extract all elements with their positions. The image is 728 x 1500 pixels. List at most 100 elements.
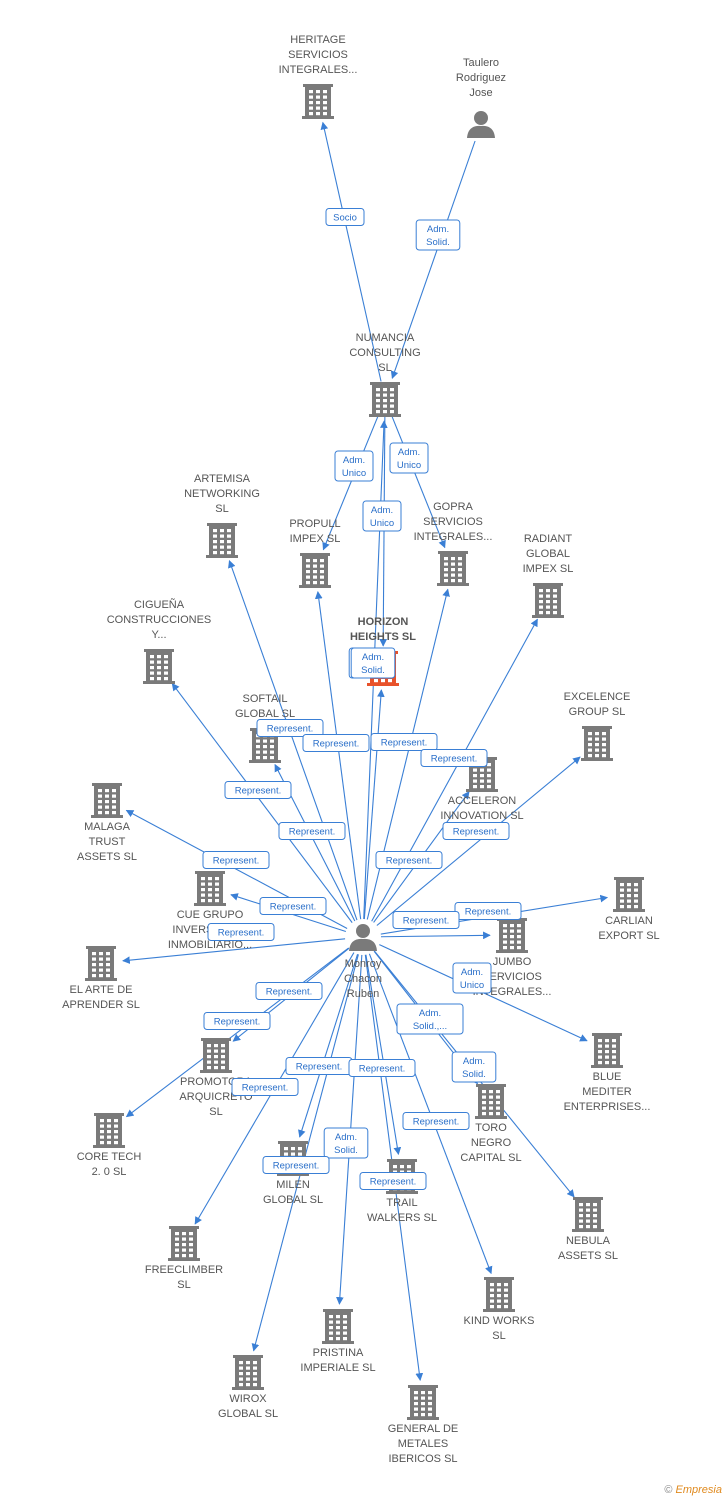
edge-label[interactable]: Represent. <box>348 1059 416 1077</box>
node-label-line: NUMANCIA <box>356 332 415 344</box>
edge-label[interactable]: Represent. <box>392 911 460 929</box>
edge-label[interactable]: Represent. <box>207 923 275 941</box>
edge-label[interactable]: Adm.Solid. <box>323 1127 369 1159</box>
edge-label[interactable]: Represent. <box>359 1172 427 1190</box>
edge-label[interactable]: Represent. <box>370 733 438 751</box>
node-jumbo[interactable]: JUMBOSERVICIOSINTEGRALES... <box>473 918 552 998</box>
node-label-line: NETWORKING <box>184 488 260 500</box>
edge-label-text: Represent. <box>453 827 499 838</box>
edge-label[interactable]: Represent. <box>202 851 270 869</box>
edge-label[interactable]: Adm.Unico <box>389 442 429 474</box>
node-label-line: IBERICOS SL <box>388 1453 457 1465</box>
edge-label-text: Represent. <box>270 902 316 913</box>
edge-label-box <box>334 450 374 482</box>
edge-numancia-propull <box>322 415 379 551</box>
edge-label[interactable]: Represent. <box>262 1156 330 1174</box>
edge-label[interactable]: Represent. <box>259 897 327 915</box>
edge-label-text: Unico <box>370 518 394 529</box>
node-label-line: ACCELERON <box>448 795 517 807</box>
node-label-line: GLOBAL <box>526 548 570 560</box>
node-blue[interactable]: BLUEMEDITERENTERPRISES... <box>564 1033 651 1113</box>
building-icon <box>572 1197 604 1232</box>
edge-label[interactable]: Adm.Unico <box>362 500 402 532</box>
node-label-line: CORE TECH <box>77 1151 142 1163</box>
footer-credit: © Empresia <box>664 1484 722 1496</box>
edge-label[interactable]: Adm.Unico <box>452 962 492 994</box>
node-label-line: Monroy <box>345 958 382 970</box>
edge-label[interactable]: Represent. <box>278 822 346 840</box>
edge-label-text: Adm. <box>343 455 365 466</box>
node-label-line: Taulero <box>463 57 499 69</box>
building-icon <box>591 1033 623 1068</box>
edge-label-text: Solid.,... <box>413 1021 447 1032</box>
building-icon <box>85 946 117 981</box>
edge-label-box <box>203 1012 271 1030</box>
edge-label-text: Represent. <box>413 1117 459 1128</box>
node-label-line: SL <box>215 503 228 515</box>
edge-label[interactable]: Represent. <box>375 851 443 869</box>
edge-label[interactable]: Represent. <box>285 1057 353 1075</box>
edge-label-text: Represent. <box>386 856 432 867</box>
edge-monroy-wirox <box>251 954 359 1352</box>
edge-label[interactable]: Represent. <box>454 902 522 920</box>
edge-label[interactable]: Represent. <box>256 719 324 737</box>
edge-label-box <box>415 219 461 251</box>
brand-logo-text[interactable]: Empresia <box>675 1484 722 1496</box>
edge-label[interactable]: Represent. <box>224 781 292 799</box>
edge-label-box <box>231 1078 299 1096</box>
edge-label[interactable]: Socio <box>325 208 365 226</box>
building-icon <box>302 84 334 119</box>
edge-numancia-gopra <box>391 415 446 549</box>
edge-label-text: Represent. <box>213 856 259 867</box>
node-ciguena[interactable]: CIGUEÑACONSTRUCCIONESY... <box>107 598 212 684</box>
edge-label-text: Adm. <box>463 1056 485 1067</box>
node-label-line: IMPEX SL <box>290 533 341 545</box>
edge-label[interactable]: Represent. <box>402 1112 470 1130</box>
edge-label[interactable]: Represent. <box>203 1012 271 1030</box>
edge-label[interactable]: Adm.Solid. <box>451 1051 497 1083</box>
edge-label[interactable]: Adm.Solid.,... <box>396 1003 464 1035</box>
building-icon <box>407 1385 439 1420</box>
edge-label[interactable]: Adm.Solid. <box>415 219 461 251</box>
edge-label-box <box>396 1003 464 1035</box>
edge-label[interactable]: Represent. <box>255 982 323 1000</box>
node-label-line: Y... <box>151 629 166 641</box>
edge-label-box <box>262 1156 330 1174</box>
edge-label-text: Adm. <box>335 1132 357 1143</box>
edge-label[interactable]: Represent. <box>420 749 488 767</box>
edge-label[interactable]: Adm.Unico <box>334 450 374 482</box>
node-label-line: GLOBAL SL <box>218 1408 278 1420</box>
edge-label[interactable]: Represent. <box>442 822 510 840</box>
edge-label-box <box>375 851 443 869</box>
edge-label[interactable]: Represent. <box>231 1078 299 1096</box>
node-heritage[interactable]: HERITAGESERVICIOSINTEGRALES... <box>279 34 358 119</box>
building-icon <box>613 877 645 912</box>
edge-monroy-artemisa <box>228 560 358 921</box>
node-label-line: INMOBILIARIO... <box>168 939 252 951</box>
node-gopra[interactable]: GOPRASERVICIOSINTEGRALES... <box>414 501 493 586</box>
edge-monroy-arte <box>122 938 346 964</box>
edge-label[interactable]: Represent. <box>302 734 370 752</box>
edge-label-text: Represent. <box>296 1062 342 1073</box>
edge-label[interactable]: Adm.Solid. <box>350 647 396 679</box>
